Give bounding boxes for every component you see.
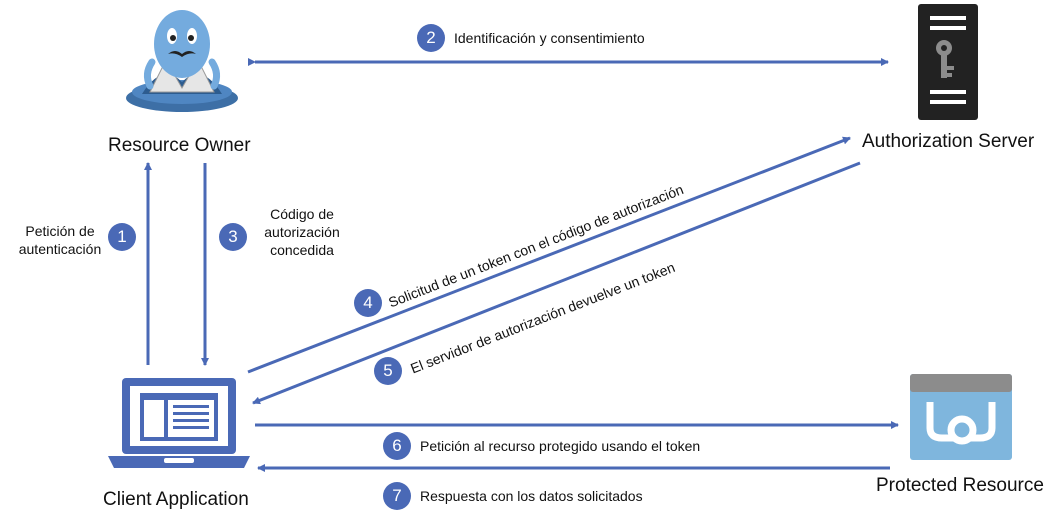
laptop-icon: [108, 378, 250, 468]
step-3-badge: 3: [219, 223, 247, 251]
protected-resource-label: Protected Resource: [876, 475, 1044, 496]
step-6-label: Petición al recurso protegido usando el …: [420, 438, 701, 454]
step-3-label-line-2: autorización: [264, 224, 340, 240]
step-3-label-line-1: Código de: [270, 206, 334, 222]
step-4-badge: 4: [354, 289, 382, 317]
octopus-mascot-icon: [126, 10, 238, 112]
step-3-label-line-3: concedida: [270, 242, 334, 258]
step-2-label: Identificación y consentimiento: [454, 30, 645, 46]
step-7-label: Respuesta con los datos solicitados: [420, 488, 643, 504]
step-6-badge: 6: [383, 432, 411, 460]
authorization-server-label: Authorization Server: [862, 131, 1035, 152]
arrow-step-4: [247, 136, 851, 374]
server-key-icon: [918, 4, 978, 120]
step-1-badge: 1: [108, 223, 136, 251]
step-7-badge: 7: [383, 482, 411, 510]
client-application-label: Client Application: [103, 489, 249, 510]
resource-owner-label: Resource Owner: [108, 135, 251, 156]
step-3-label: Código de autorización concedida: [252, 205, 352, 259]
step-1-label-line-2: autenticación: [18, 241, 102, 257]
arrow-step-5: [252, 161, 861, 405]
step-2-badge: 2: [417, 24, 445, 52]
step-5-badge: 5: [374, 357, 402, 385]
protected-resource-icon: [910, 374, 1012, 460]
step-1-label: Petición de autenticación: [8, 222, 112, 258]
step-1-label-line-1: Petición de: [25, 223, 95, 239]
